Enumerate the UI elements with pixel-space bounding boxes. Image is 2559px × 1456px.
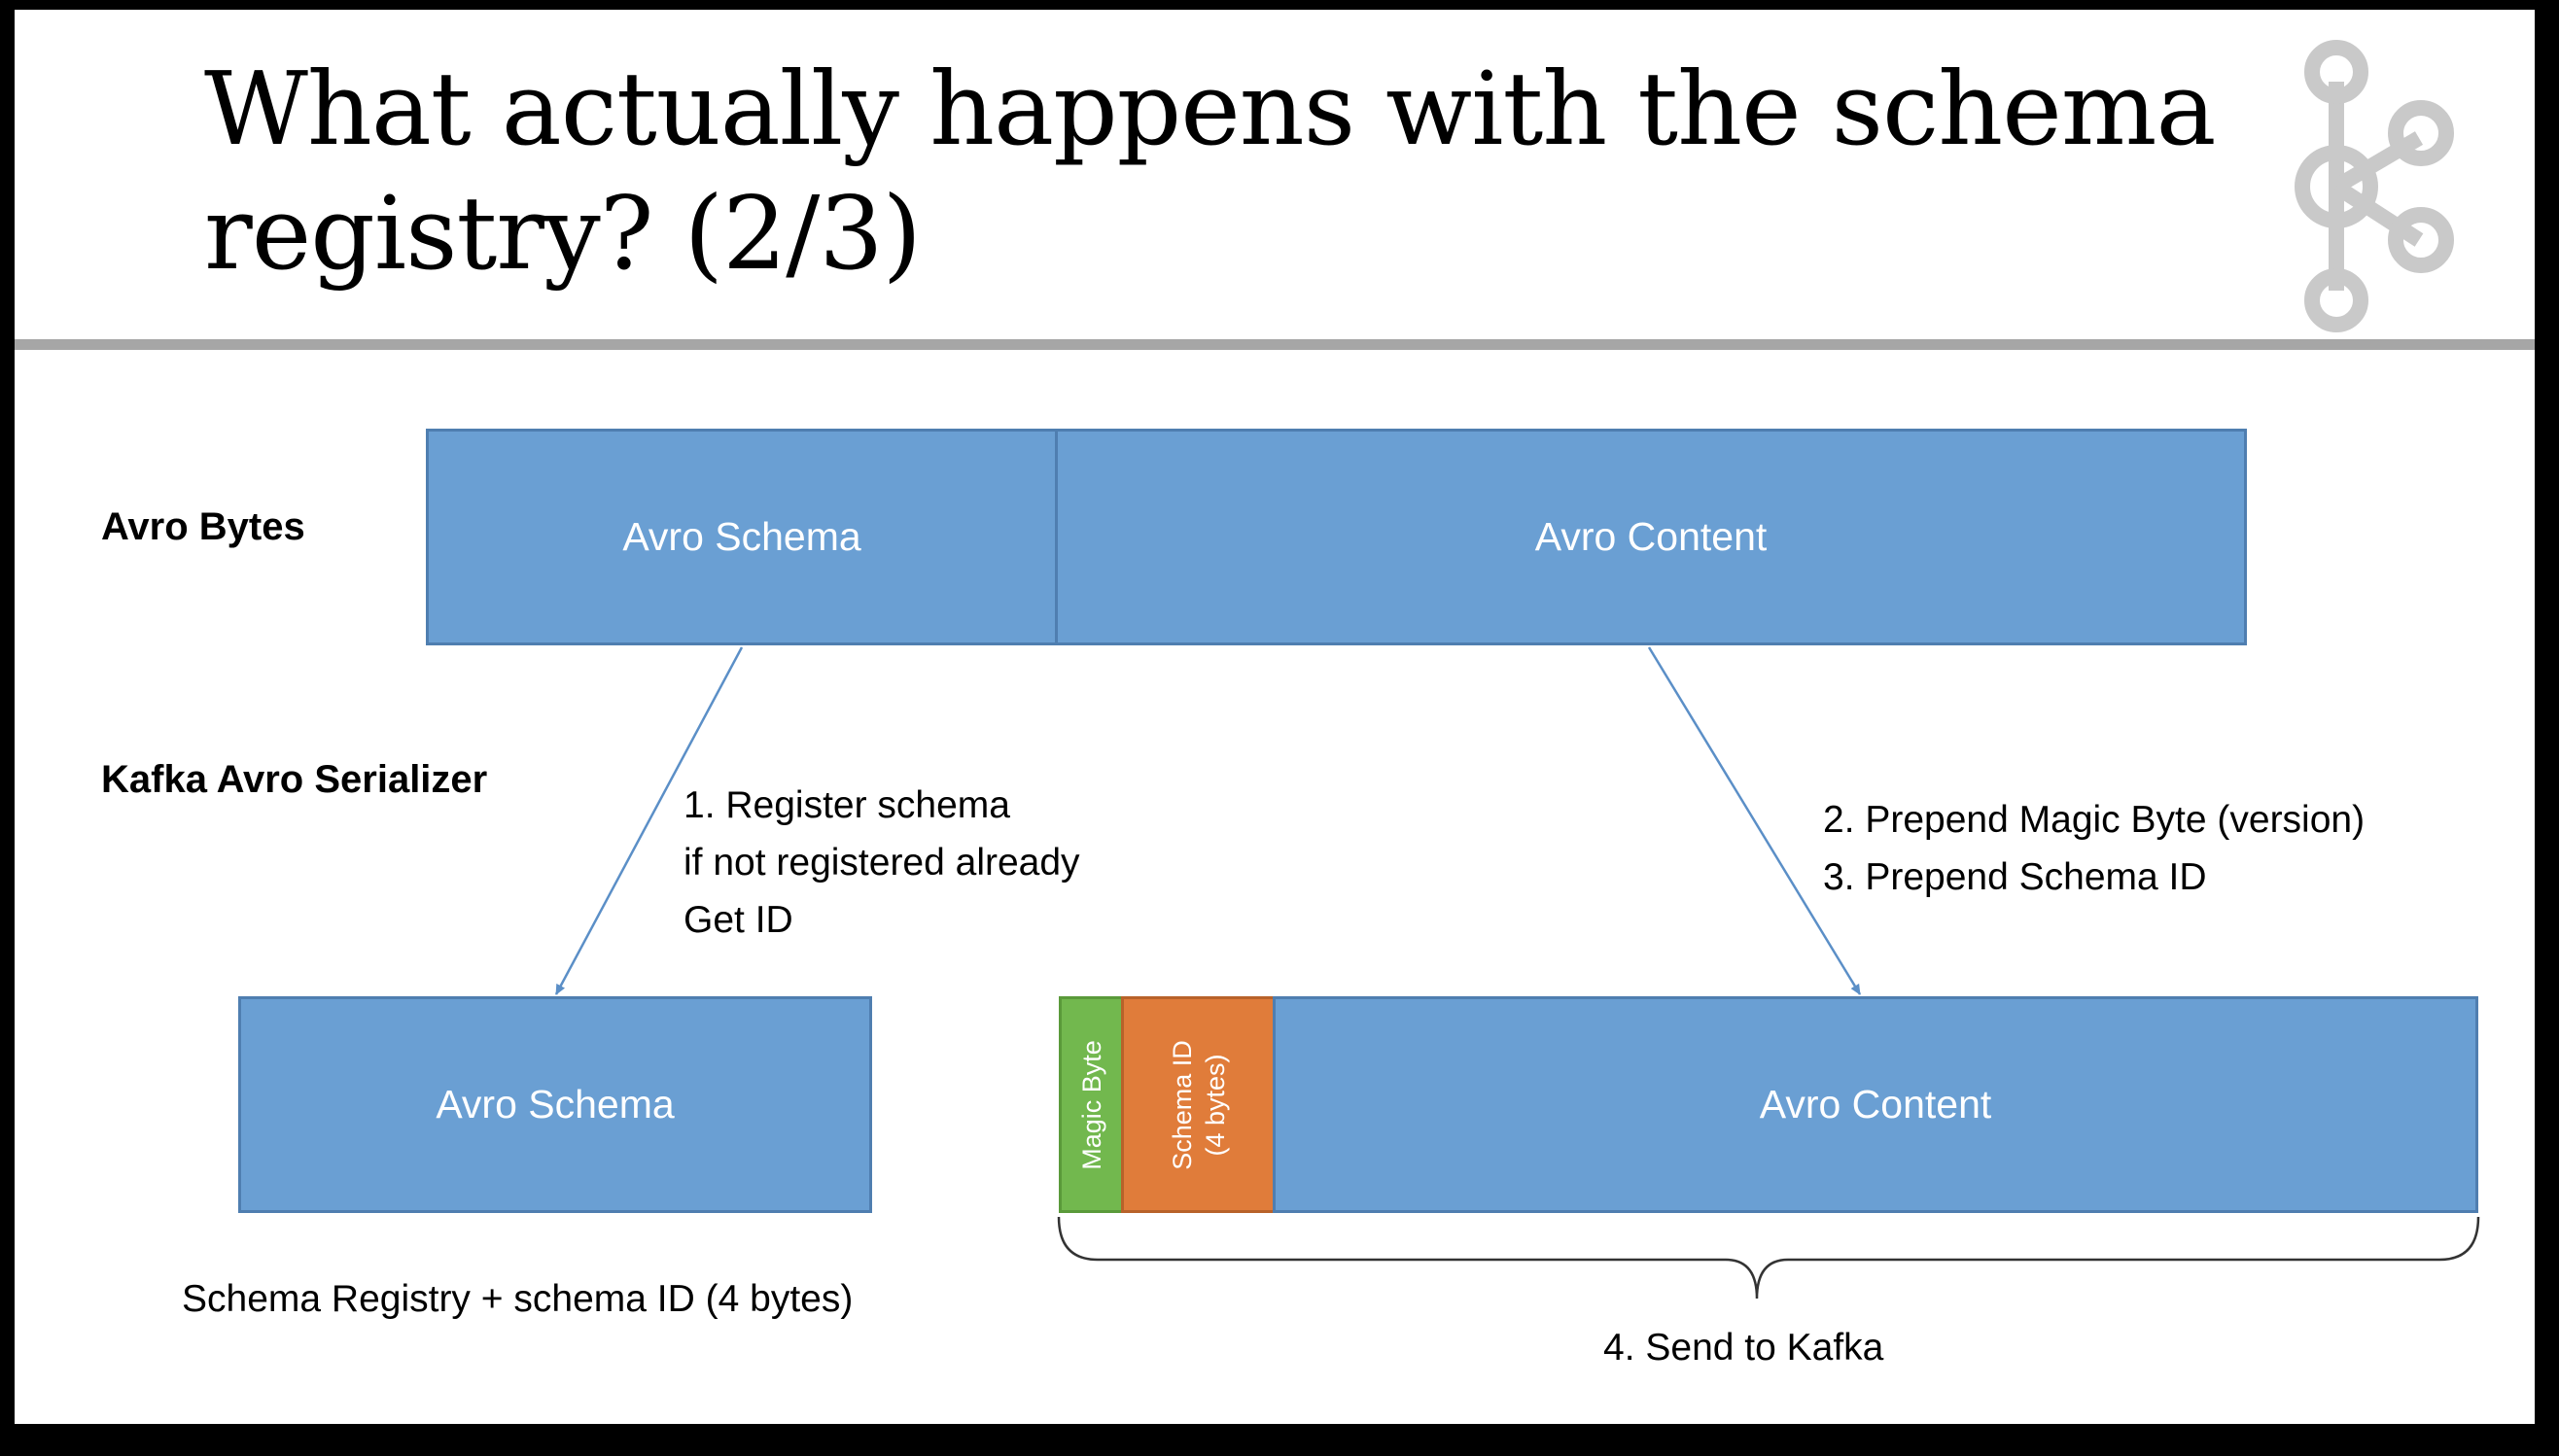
kafka-logo-icon — [2295, 40, 2454, 332]
schema-id-box: Schema ID (4 bytes) — [1121, 996, 1276, 1213]
bottom-avro-content-label: Avro Content — [1759, 1082, 1992, 1127]
top-avro-content-label: Avro Content — [1534, 514, 1768, 559]
step-register-line2: if not registered already — [684, 842, 1080, 884]
top-avro-schema-box: Avro Schema — [426, 429, 1058, 645]
row-label-avro-bytes: Avro Bytes — [101, 505, 305, 548]
send-to-kafka-brace — [1057, 1216, 2480, 1300]
step-prepend-note: 2. Prepend Magic Byte (version) 3. Prepe… — [1823, 791, 2365, 906]
schema-registry-caption: Schema Registry + schema ID (4 bytes) — [182, 1278, 854, 1320]
title-divider — [15, 339, 2535, 350]
bottom-avro-schema-box: Avro Schema — [238, 996, 872, 1213]
step-prepend-line1: 2. Prepend Magic Byte (version) — [1823, 799, 2366, 841]
slide-title: What actually happens with the schema re… — [204, 50, 2216, 293]
step-register-note: 1. Register schema if not registered alr… — [684, 777, 1080, 949]
slide: What actually happens with the schema re… — [15, 10, 2535, 1424]
step-register-line1: 1. Register schema — [684, 784, 1010, 826]
send-to-kafka-caption: 4. Send to Kafka — [1603, 1327, 1884, 1369]
arrow-register-schema — [554, 646, 744, 995]
top-avro-content-box: Avro Content — [1055, 429, 2247, 645]
top-avro-schema-label: Avro Schema — [622, 514, 861, 559]
bottom-avro-schema-label: Avro Schema — [436, 1082, 675, 1127]
arrow-prepend — [1647, 646, 1862, 995]
connectors-layer — [554, 646, 2480, 1300]
bottom-avro-content-box: Avro Content — [1273, 996, 2478, 1213]
step-register-line3: Get ID — [684, 899, 793, 941]
step-prepend-line2: 3. Prepend Schema ID — [1823, 856, 2207, 898]
row-label-serializer: Kafka Avro Serializer — [101, 758, 488, 801]
